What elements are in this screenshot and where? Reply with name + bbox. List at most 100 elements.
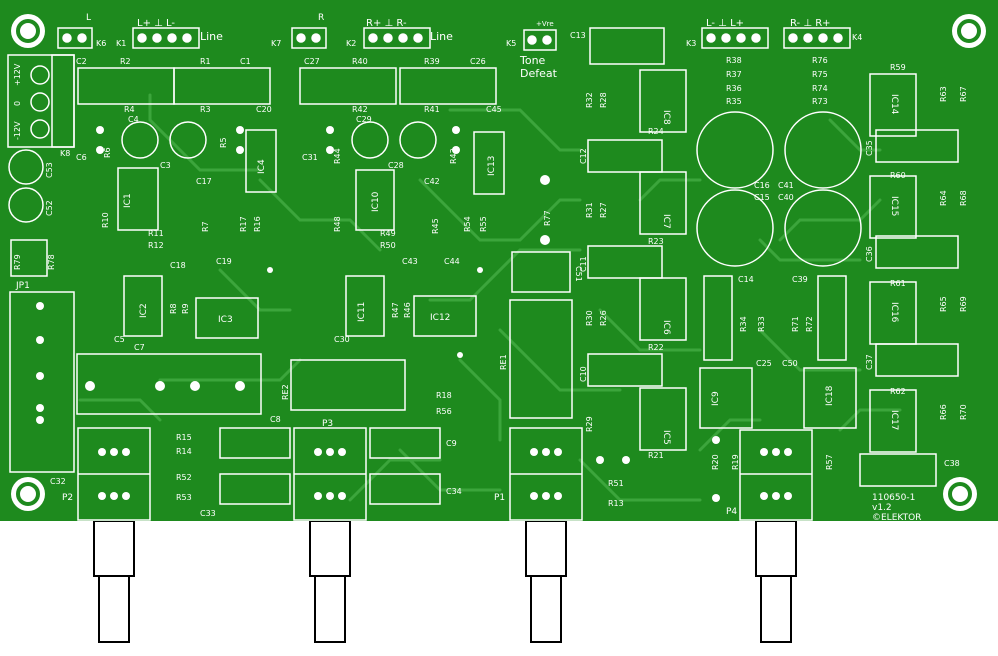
ref-r7: R7 bbox=[201, 221, 210, 232]
ref-c15: C15 bbox=[754, 193, 770, 202]
label-re1: RE1 bbox=[499, 354, 508, 370]
ref-c8: C8 bbox=[270, 415, 281, 424]
ref-r62: R62 bbox=[890, 387, 906, 396]
ref-r40: R40 bbox=[352, 57, 368, 66]
ref-c6: C6 bbox=[76, 153, 87, 162]
ref-ic14: IC14 bbox=[889, 94, 899, 115]
ref-r53: R53 bbox=[176, 493, 192, 502]
ref-r23: R23 bbox=[648, 237, 664, 246]
ref-r29: R29 bbox=[585, 416, 594, 432]
ref-r17: R17 bbox=[239, 216, 248, 232]
ref-r22: R22 bbox=[648, 343, 664, 352]
label-k3: K3 bbox=[686, 39, 696, 48]
label-line-1: Line bbox=[200, 30, 223, 43]
ref-c37: C37 bbox=[865, 354, 874, 370]
ref-c32: C32 bbox=[50, 477, 66, 486]
ref-c41: C41 bbox=[778, 181, 794, 190]
label-defeat: Defeat bbox=[520, 67, 558, 80]
ref-r66: R66 bbox=[939, 404, 948, 420]
ref-c50: C50 bbox=[782, 359, 798, 368]
ref-c51: C51 bbox=[574, 266, 583, 282]
ref-r3: R3 bbox=[200, 105, 211, 114]
mounting-hole-top-right bbox=[950, 12, 988, 50]
ref-c16: C16 bbox=[754, 181, 770, 190]
pot-shaft-p1 bbox=[525, 520, 567, 643]
ref-ic6: IC6 bbox=[661, 320, 671, 335]
ref-r49: R49 bbox=[380, 229, 396, 238]
label-p3: P3 bbox=[322, 419, 333, 429]
ref-r28: R28 bbox=[599, 92, 608, 108]
silkscreen bbox=[7, 27, 959, 521]
label-p4: P4 bbox=[726, 507, 737, 517]
mounting-hole-bottom-right bbox=[941, 475, 979, 513]
pads bbox=[36, 126, 792, 502]
ref-r39: R39 bbox=[424, 57, 440, 66]
label-p1: P1 bbox=[494, 493, 505, 503]
label-k2-pins: R+ ⊥ R- bbox=[366, 18, 407, 29]
ref-r44: R44 bbox=[333, 148, 342, 164]
ref-ic11: IC11 bbox=[357, 302, 367, 322]
ref-ic7: IC7 bbox=[661, 214, 671, 229]
ref-ic10: IC10 bbox=[371, 191, 381, 212]
ref-r19: R19 bbox=[731, 454, 740, 470]
label-k8-pin2: 0 bbox=[13, 101, 22, 106]
ref-c42: C42 bbox=[424, 177, 440, 186]
ref-r13: R13 bbox=[608, 499, 624, 508]
pot-shaft-p3 bbox=[309, 520, 351, 643]
pot-shaft-p4 bbox=[755, 520, 797, 643]
ref-r6: R6 bbox=[103, 147, 112, 158]
ref-r55: R55 bbox=[479, 216, 488, 232]
ref-r5: R5 bbox=[219, 137, 228, 148]
ref-r8: R8 bbox=[169, 303, 178, 314]
label-board-id: 110650-1 bbox=[872, 493, 915, 503]
ref-c34: C34 bbox=[446, 487, 462, 496]
ref-c11: C11 bbox=[579, 256, 588, 272]
ref-ic13: IC13 bbox=[487, 156, 497, 176]
ref-c5: C5 bbox=[114, 335, 125, 344]
ref-c35: C35 bbox=[865, 140, 874, 156]
ref-c38: C38 bbox=[944, 459, 960, 468]
ref-c2: C2 bbox=[76, 57, 87, 66]
ref-r75: R75 bbox=[812, 70, 828, 79]
label-p2: P2 bbox=[62, 493, 73, 503]
part-designators: IC1 IC2 IC3 IC4 IC5 IC6 IC7 IC8 IC9 IC10… bbox=[13, 31, 968, 518]
label-k6-l: L bbox=[86, 13, 91, 23]
ref-r26: R26 bbox=[599, 310, 608, 326]
board-labels: K6 L K1 L+ ⊥ L- Line K7 R K2 R+ ⊥ R- Lin… bbox=[13, 13, 921, 523]
ref-r67: R67 bbox=[959, 86, 968, 102]
label-k5: K5 bbox=[506, 39, 516, 48]
ref-r16: R16 bbox=[253, 216, 262, 232]
ref-r2: R2 bbox=[120, 57, 131, 66]
ref-r14: R14 bbox=[176, 447, 192, 456]
label-k4-pins: R- ⊥ R+ bbox=[790, 18, 831, 29]
label-k8-pin3: -12V bbox=[13, 121, 22, 140]
ref-r20: R20 bbox=[711, 454, 720, 470]
label-k8-pin1: +12V bbox=[13, 63, 22, 86]
ref-c4: C4 bbox=[128, 115, 139, 124]
ref-ic9: IC9 bbox=[711, 391, 721, 406]
ref-ic1: IC1 bbox=[123, 193, 133, 208]
ref-r47: R47 bbox=[391, 302, 400, 318]
ref-c27: C27 bbox=[304, 57, 320, 66]
ref-r74: R74 bbox=[812, 84, 828, 93]
ref-r54: R54 bbox=[463, 216, 472, 232]
ref-ic5: IC5 bbox=[661, 430, 671, 445]
pot-shaft-p2 bbox=[93, 520, 135, 643]
mounting-hole-bottom-left bbox=[9, 475, 47, 513]
ref-r48: R48 bbox=[333, 216, 342, 232]
label-jp1: JP1 bbox=[15, 281, 30, 291]
ref-ic4: IC4 bbox=[257, 159, 267, 174]
label-k4: K4 bbox=[852, 33, 862, 42]
ref-c29: C29 bbox=[356, 115, 372, 124]
ref-c12: C12 bbox=[579, 148, 588, 164]
ref-c40: C40 bbox=[778, 193, 794, 202]
ref-r50: R50 bbox=[380, 241, 396, 250]
ref-r37: R37 bbox=[726, 70, 742, 79]
ref-c30: C30 bbox=[334, 335, 350, 344]
ref-c10: C10 bbox=[579, 366, 588, 382]
ref-r61: R61 bbox=[890, 279, 906, 288]
ref-r69: R69 bbox=[959, 296, 968, 312]
ref-r27: R27 bbox=[599, 202, 608, 218]
label-k1: K1 bbox=[116, 39, 126, 48]
